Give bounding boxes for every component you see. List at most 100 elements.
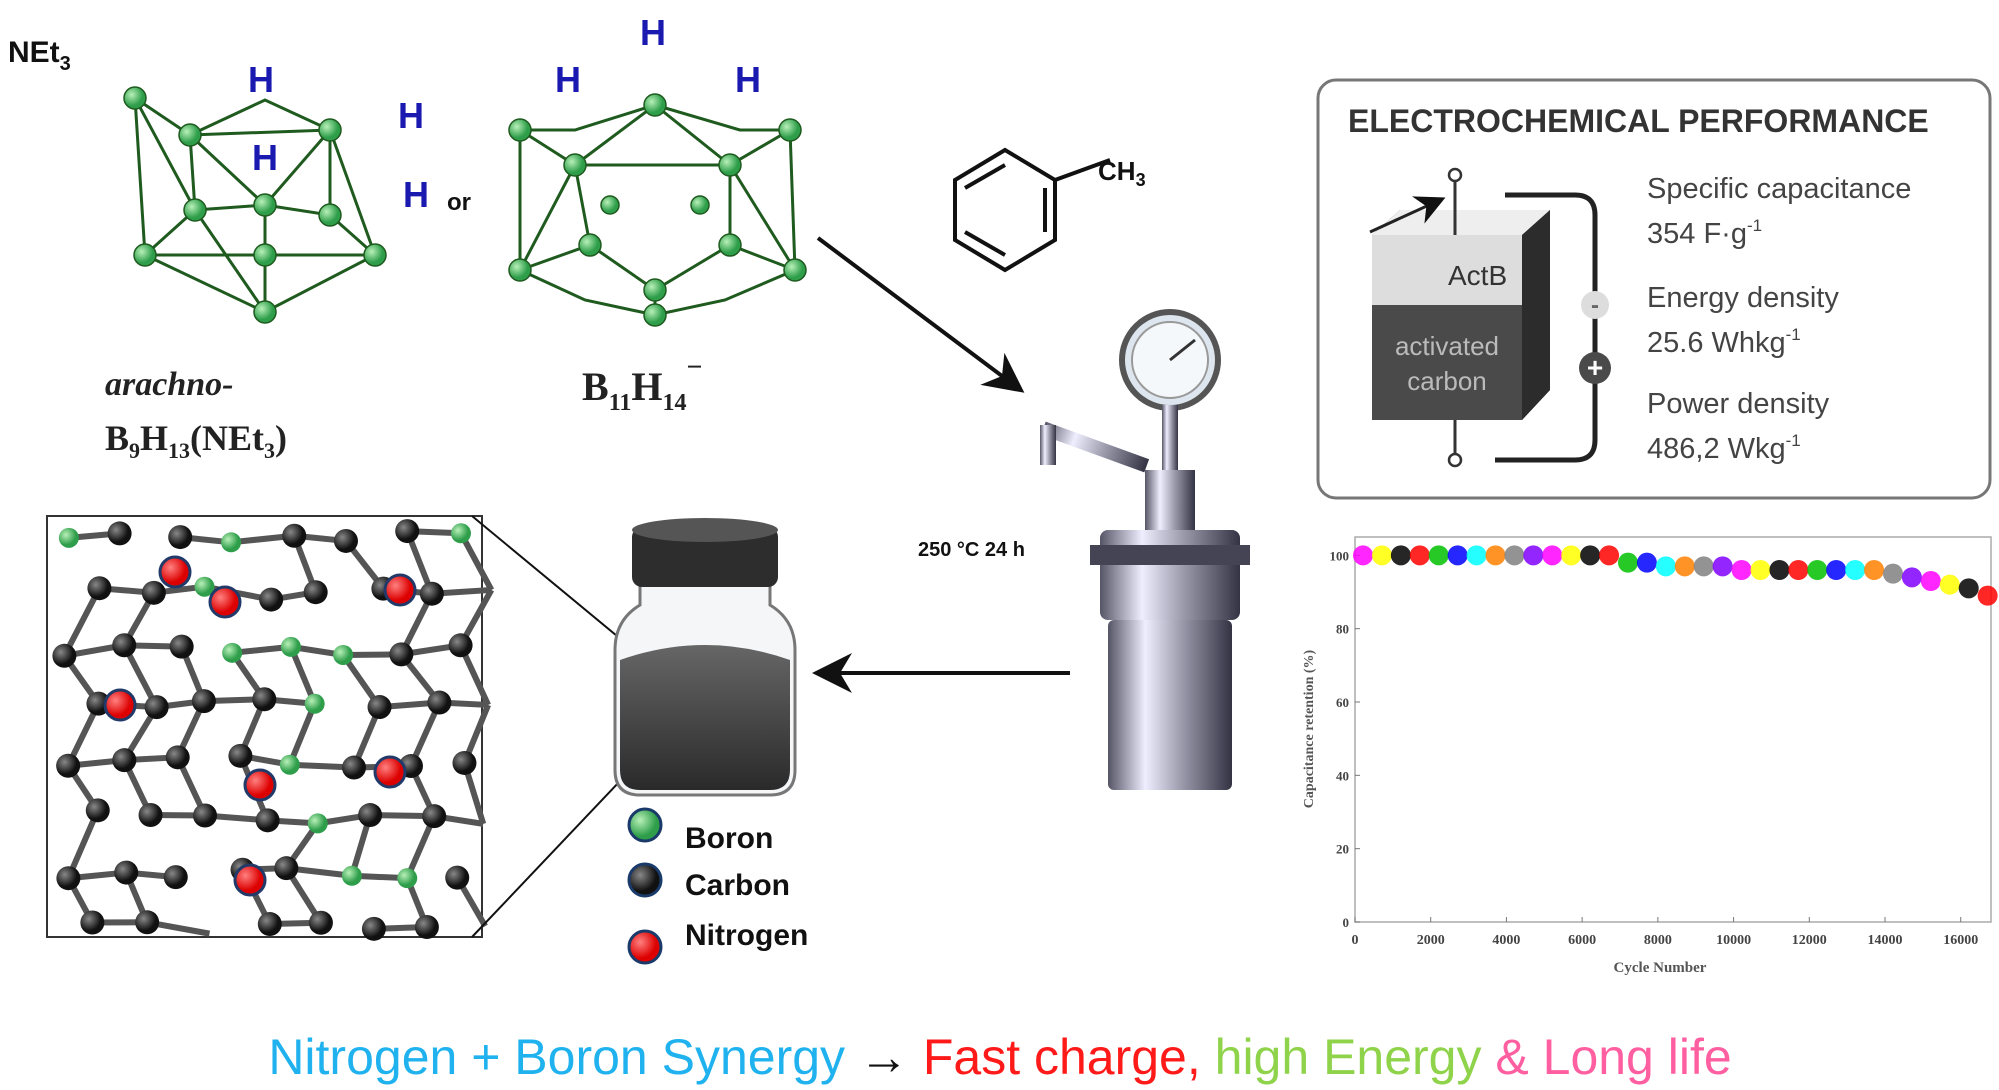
nitrogen-atom [158, 555, 192, 589]
minus-sign: - [1591, 292, 1599, 319]
data-point [1712, 556, 1733, 577]
carbon-atom [448, 633, 473, 658]
svg-text:H: H [555, 59, 581, 100]
plot-area [1354, 536, 1992, 923]
hydrogen-labels: H H H H H H H [248, 12, 761, 215]
nitrogen-atom [383, 573, 417, 607]
carbon-atom [414, 914, 439, 939]
plus-sign: + [1587, 352, 1603, 383]
carbon-atom [165, 745, 190, 770]
data-point [1390, 545, 1411, 566]
x-tick-label: 8000 [1644, 933, 1672, 948]
data-point [1523, 545, 1544, 566]
svg-text:H: H [252, 137, 278, 178]
caption-part-high-energy: high Energy [1201, 1029, 1482, 1085]
carbon-atom [389, 642, 414, 667]
y-tick-label: 20 [1336, 842, 1349, 857]
data-point [1864, 560, 1885, 580]
svg-text:H: H [248, 59, 274, 100]
bond [458, 531, 495, 592]
carbon-atom [274, 856, 299, 881]
y-tick-label: 60 [1336, 695, 1349, 710]
toluene-structure [953, 147, 1111, 273]
data-point [1599, 545, 1620, 566]
supercapacitor-device-icon [1369, 167, 1611, 468]
arachno-label-line1: arachno- [105, 366, 233, 403]
data-point [1769, 560, 1790, 580]
carbon-atom [361, 916, 386, 941]
legend-label: Nitrogen [685, 919, 808, 952]
carbon-atom [257, 912, 282, 937]
data-point [1750, 560, 1771, 580]
carbon-atom [138, 803, 163, 828]
b11h14-cluster-diagram [508, 93, 807, 327]
data-point [1826, 560, 1847, 580]
data-point [1447, 545, 1468, 566]
boron-atom [221, 532, 242, 553]
x-tick-label: 6000 [1568, 933, 1596, 948]
carbon-atom [56, 753, 81, 778]
boron-atom [58, 527, 79, 548]
boron-atom [397, 868, 418, 889]
boron-atom [450, 523, 471, 544]
metric-value: 354 F·g-1 [1647, 216, 1762, 250]
data-point [1655, 556, 1676, 577]
boron-atom [304, 693, 325, 714]
svg-text:H: H [398, 95, 424, 136]
data-point [1504, 545, 1525, 566]
svg-text:H: H [403, 174, 429, 215]
reaction-arrow-down [816, 236, 1025, 393]
legend-label: Boron [685, 822, 773, 855]
reaction-conditions: 250 °C 24 h [918, 539, 1025, 561]
metric-value: 25.6 Whkg-1 [1647, 325, 1801, 359]
bond [287, 702, 318, 766]
caption-part-long-life: & Long life [1482, 1029, 1732, 1085]
boron-legend-icon [627, 807, 663, 843]
data-point [1353, 545, 1373, 566]
caption-arrow: → [845, 1029, 923, 1085]
arachno-cluster-diagram [123, 86, 387, 324]
data-point [1977, 585, 1998, 606]
carbon-atom [112, 748, 137, 773]
data-point [1428, 545, 1449, 566]
data-point [1920, 571, 1941, 591]
x-tick-label: 12000 [1792, 933, 1827, 948]
y-axis-label: Capacitance retention (%) [1302, 649, 1317, 808]
autoclave-reactor-icon [1040, 309, 1250, 790]
carbon-atom [163, 865, 188, 890]
zoom-line-bottom [471, 759, 641, 938]
x-tick-label: 4000 [1492, 933, 1520, 948]
arachno-formula: B9H13(NEt3) [105, 418, 287, 463]
carbon-atom [144, 695, 169, 720]
zoom-line-top [471, 515, 641, 656]
data-point [1807, 560, 1828, 580]
carbon-atom [419, 581, 444, 606]
carbon-atom [56, 866, 81, 891]
x-axis-label: Cycle Number [1614, 960, 1707, 976]
carbon-atom [252, 687, 277, 712]
nitrogen-atom [243, 768, 277, 802]
metric-label: Specific capacitance [1647, 173, 1911, 205]
carbon-atom [259, 587, 284, 612]
data-point [1958, 578, 1979, 599]
net3-label: NEt3 [8, 36, 71, 75]
carbon-atom [169, 634, 194, 659]
x-tick-label: 2000 [1417, 933, 1445, 948]
carbon-atom [308, 910, 333, 935]
carbon-atom [191, 689, 216, 714]
svg-text:H: H [640, 12, 666, 53]
data-point [1788, 560, 1809, 580]
data-point [1466, 545, 1487, 566]
carbon-atom [395, 519, 420, 544]
carbon-atom [85, 798, 110, 823]
activated-carbon-label-2: carbon [1407, 366, 1487, 396]
carbon-atom [452, 750, 477, 775]
bcn-molecular-model [46, 515, 495, 941]
legend-label: Carbon [685, 869, 790, 902]
data-point [1939, 574, 1960, 595]
caption-part-synergy: Nitrogen + Boron Synergy [268, 1029, 845, 1085]
b11h14-formula: B11H14− [582, 352, 702, 416]
carbon-atom [427, 690, 452, 715]
